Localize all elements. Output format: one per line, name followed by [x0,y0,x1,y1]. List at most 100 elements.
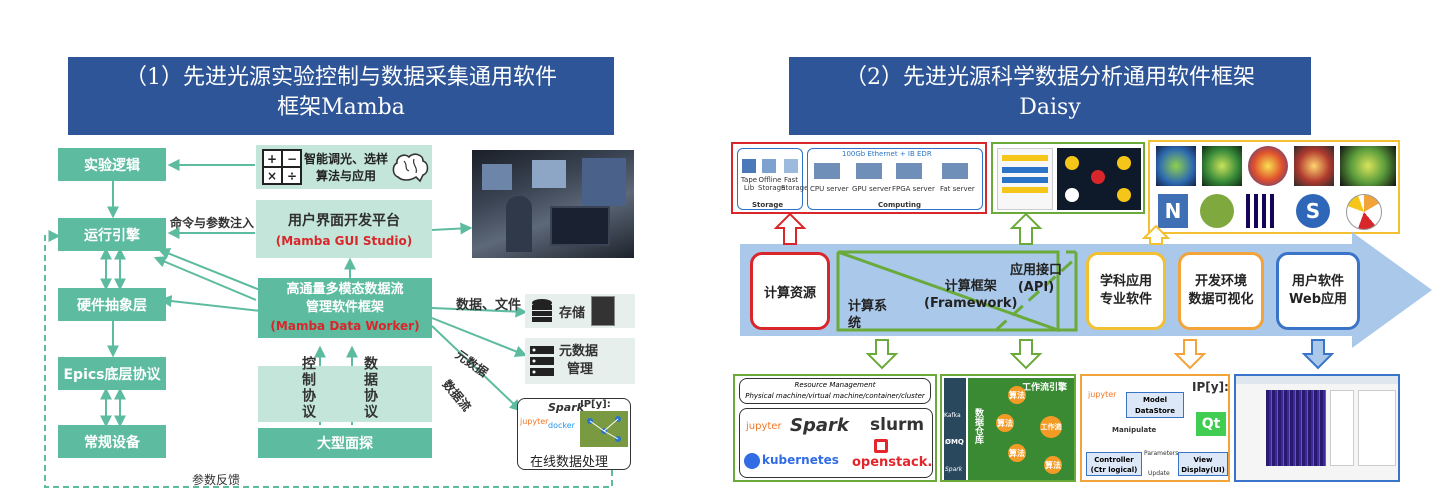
run-engine-box: 运行引擎 [58,218,166,251]
sci-image-2 [1202,146,1242,186]
smart-algorithm-line2: 算法与应用 [316,169,377,183]
wf-zmq: ØMQ [945,438,964,446]
epics-label: Epics底层协议 [63,366,161,383]
dev-env-line2: 数据可视化 [1188,292,1254,307]
common-device-box: 常规设备 [58,425,166,458]
wf-flow-text: 工作流 [1040,423,1062,431]
data-file-label: 数据、文件 [456,298,522,313]
graph-node-4 [1117,188,1131,202]
rm-openstack: openstack. [852,455,933,470]
wf-spark: Spark [945,466,963,473]
openstack-icon [874,439,888,453]
mamba-title-banner: （1）先进光源实验控制与数据采集通用软件 框架Mamba [68,57,614,135]
mamba-title-line2: 框架Mamba [277,95,405,120]
wf-algo-node-1: 算法 [1008,386,1026,404]
mamba-title-line1: （1）先进光源实验控制与数据采集通用软件 [125,65,557,90]
detector-label: 大型面探 [317,436,373,452]
web-app-plot [1330,390,1354,466]
wf-kafka: Kafka [944,412,961,419]
gui-studio-line1: 用户界面开发平台 [288,213,400,229]
monitor-mid [532,160,566,188]
operator-figure [506,196,532,252]
sci-image-3 [1248,146,1288,186]
mvc-model-box: Model DataStore [1126,392,1184,418]
pandas-icon [1246,194,1274,228]
desk-monitor [550,206,610,246]
detector-box: 大型面探 [258,428,432,458]
nexus-icon: N [1158,194,1188,228]
qt-logo: Qt [1196,412,1226,436]
gpu-icon [856,163,882,179]
mvc-controller-box: Controller (Ctr logical) [1086,452,1142,476]
hw-layer-box: 硬件抽象层 [58,288,166,321]
graph-node-5 [1065,188,1079,202]
wf-sidebar: Kafka ØMQ Spark [944,378,966,480]
web-app-line2: Web应用 [1289,292,1347,307]
server-stack-icon [530,346,554,376]
python-snake-icon [1200,194,1234,228]
network-label: 100Gb Ethernet + IB EDR [842,150,932,158]
rm-slurm: slurm [870,415,925,435]
mvc-view-box: View Display(UI) [1178,452,1228,476]
wf-algo-text-3: 算法 [1009,448,1025,458]
metadata-box: 元数据 管理 [525,338,635,384]
cpu-label: CPU server [810,185,849,193]
mvc-manipulate: Manipulate [1112,426,1157,434]
daisy-title-line1: （2）先进光源科学数据分析通用软件框架 [845,65,1255,90]
graph-panel [1057,148,1141,210]
svg-text:−: − [287,152,297,166]
cpu-icon [814,163,840,179]
rm-caption: Resource Management Physical machine/vir… [739,378,931,404]
fat-label: Fat server [940,185,975,193]
dev-env-box: 开发环境 数据可视化 [1178,252,1264,330]
database-icon [532,299,552,322]
smart-algorithm-box: + − × ÷ 智能调光、选样 算法与应用 [256,145,432,189]
web-app-sidepanel [1358,390,1396,466]
fat-icon [942,163,968,179]
rm-title: Resource Management [794,381,876,389]
server-rack-icon [591,296,616,326]
api-label: 应用接口 (API) [1010,262,1062,296]
offline-label: Offline Storage [758,176,786,192]
rm-jupyter: jupyter [746,421,782,432]
framework-line2: (Framework) [924,296,1018,311]
wf-flow-node: 工作流 [1040,416,1062,438]
workflow-engine-panel: Kafka ØMQ Spark 工作流引擎 数据仓库 算法 算法 工作流 算法 … [940,374,1076,482]
data-worker-box: 高通量多模态数据流 管理软件框架 (Mamba Data Worker) [258,278,432,338]
tool-docker-text: docker [548,421,575,430]
offline-icon [762,159,776,173]
svg-text:+: + [267,152,277,166]
smart-algorithm-line1: 智能调光、选样 [304,152,389,166]
calculator-icon: + − × ÷ [262,149,302,185]
web-app-heatmap [1266,390,1326,466]
web-app-screenshot [1234,374,1400,482]
computing-group: 100Gb Ethernet + IB EDR CPU server GPU s… [807,148,983,210]
fast-label: Fast Storage [781,176,809,192]
graph-node-2 [1091,170,1105,184]
wf-db: 数据仓库 [973,408,983,444]
compute-resource-label: 计算资源 [763,285,816,301]
scipy-icon: S [1296,194,1330,228]
kubernetes-icon [744,453,760,469]
tool-ipython-text: IP[y]: [580,399,611,410]
mvc-view-line1: View [1193,456,1213,464]
sci-image-1 [1156,146,1196,186]
web-app-box: 用户软件 Web应用 [1276,252,1360,330]
science-app-line2: 专业软件 [1099,292,1152,307]
data-worker-line2: 管理软件框架 [305,300,384,315]
gpu-label: GPU server [852,185,892,193]
mvc-panel: jupyter Model DataStore Manipulate Contr… [1080,374,1230,482]
mvc-model-line2: DataStore [1134,407,1175,415]
common-device-label: 常规设备 [84,434,140,451]
control-room-photo [472,150,634,258]
framework-label: 计算框架 (Framework) [924,278,1017,312]
mvc-view-line2: Display(UI) [1181,466,1225,474]
graph-node-1 [1065,156,1079,170]
data-protocol-label: 数据协议 [362,356,378,420]
mvc-model-line1: Model [1143,396,1167,404]
wf-algo-node-3: 算法 [1008,444,1026,462]
api-line2: (API) [1017,280,1055,295]
wf-algo-node-2: 算法 [996,414,1014,432]
storage-group: Tape Lib Offline Storage Fast Storage St… [737,148,809,210]
data-worker-line3: (Mamba Data Worker) [270,319,420,333]
